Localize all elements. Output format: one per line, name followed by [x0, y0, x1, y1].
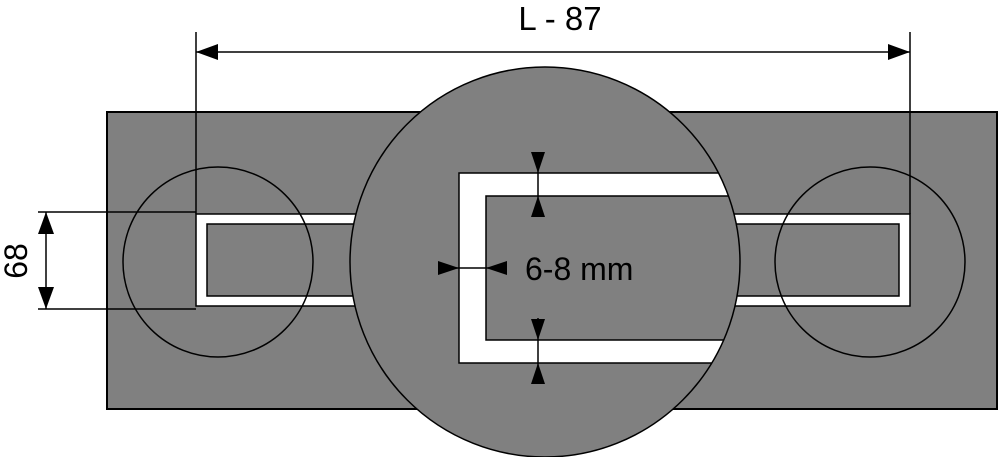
arrow-up-icon	[38, 212, 54, 234]
gap-arrow-top-inner-icon	[531, 196, 545, 217]
arrow-down-icon	[38, 287, 54, 309]
gap-arrow-left-outer-icon	[438, 261, 459, 275]
gap-arrow-top-outer-icon	[531, 152, 545, 173]
arrow-right-icon	[888, 44, 910, 60]
gap-label: 6-8 mm	[525, 251, 633, 287]
gap-arrow-bottom-inner-icon	[531, 319, 545, 340]
height-label: 68	[0, 243, 34, 279]
arrow-left-icon	[196, 44, 218, 60]
gap-arrow-bottom-outer-icon	[531, 363, 545, 384]
gap-arrow-left-inner-icon	[486, 261, 507, 275]
detail-circle-right	[774, 166, 966, 358]
length-label: L - 87	[518, 0, 601, 37]
detail-circle-left	[122, 166, 314, 358]
